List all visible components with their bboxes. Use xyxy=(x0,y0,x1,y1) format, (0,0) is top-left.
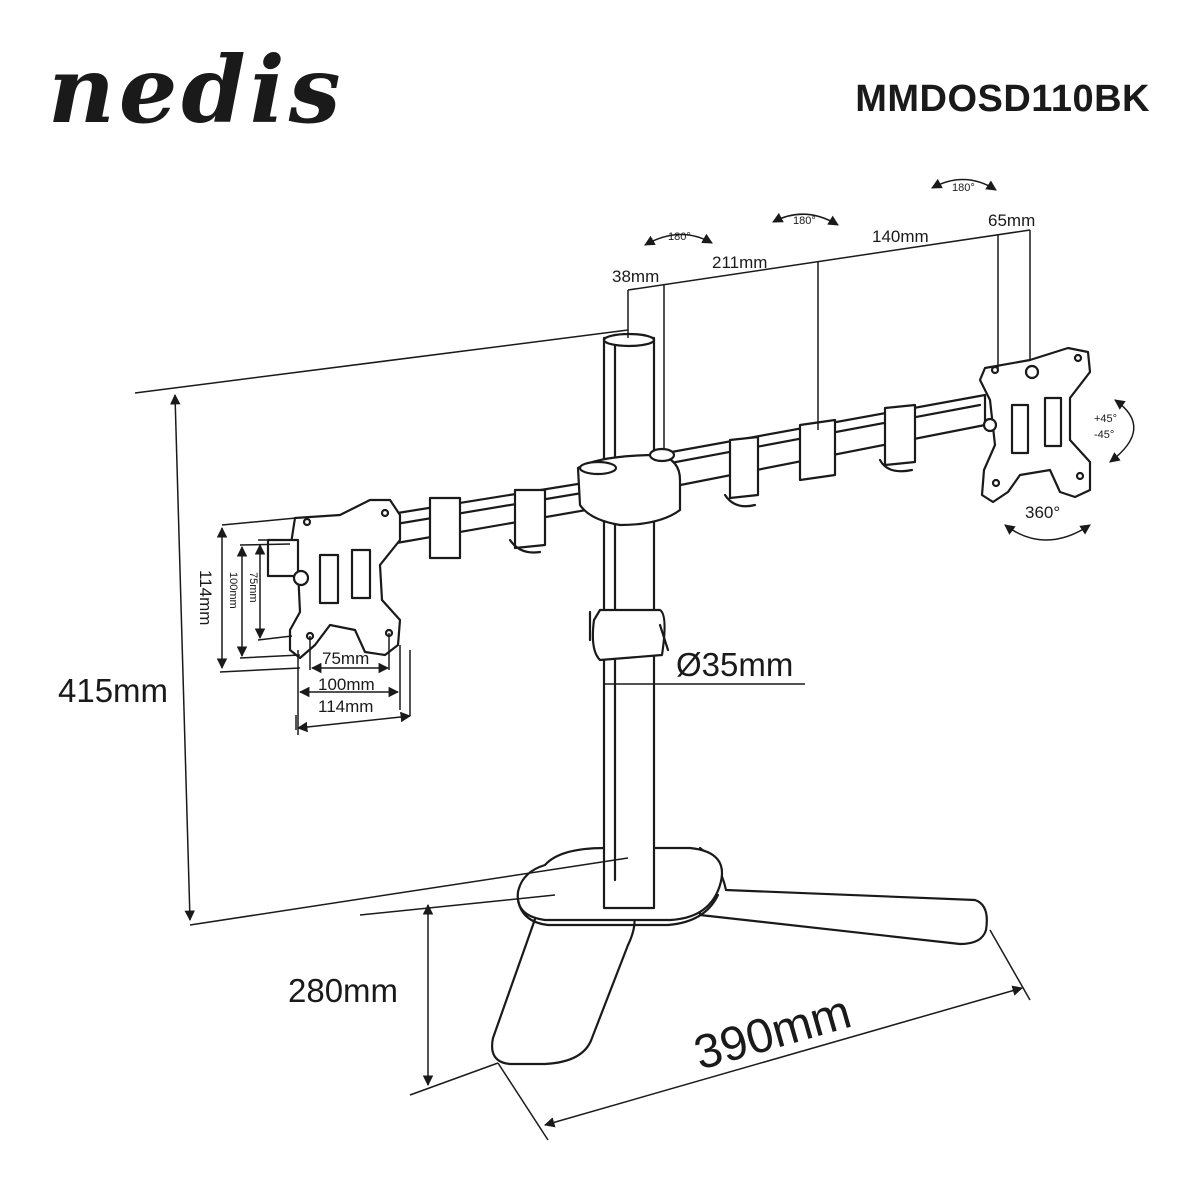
vesa-plate-right xyxy=(978,346,1092,504)
label-base-depth: 280mm xyxy=(288,972,398,1009)
label-base-width: 390mm xyxy=(688,986,856,1081)
base-foot-front xyxy=(491,903,636,1066)
arm-left xyxy=(383,476,617,560)
label-vesa-h-114: 114mm xyxy=(318,697,373,716)
label-vesa-v-100: 100mm xyxy=(227,572,239,609)
label-rotation-1: 180° xyxy=(668,231,691,243)
label-rotation-2: 180° xyxy=(793,215,816,227)
arm-right xyxy=(653,393,987,508)
base-foot-right xyxy=(698,846,988,946)
label-arm-38: 38mm xyxy=(612,267,659,286)
label-arm-140: 140mm xyxy=(872,227,929,246)
label-tilt-down: -45° xyxy=(1094,429,1114,441)
arm-joint xyxy=(576,447,682,527)
cable-clip xyxy=(588,608,670,662)
label-arm-211: 211mm xyxy=(712,253,767,272)
label-vesa-h-75: 75mm xyxy=(322,649,369,668)
model-code: MMDOSD110BK xyxy=(855,78,1150,120)
label-vesa-v-75: 75mm xyxy=(247,572,259,603)
vesa-plate-left xyxy=(266,498,402,660)
label-rotation-3: 180° xyxy=(952,182,975,194)
label-arm-65: 65mm xyxy=(988,211,1035,230)
label-vesa-v-114: 114mm xyxy=(196,570,215,625)
label-rotation-360: 360° xyxy=(1025,503,1060,522)
label-vesa-h-100: 100mm xyxy=(318,675,375,694)
label-height: 415mm xyxy=(58,672,168,709)
label-pole-diameter: Ø35mm xyxy=(676,646,793,683)
brand-logo: nedis xyxy=(48,36,345,144)
label-tilt-up: +45° xyxy=(1094,413,1117,425)
